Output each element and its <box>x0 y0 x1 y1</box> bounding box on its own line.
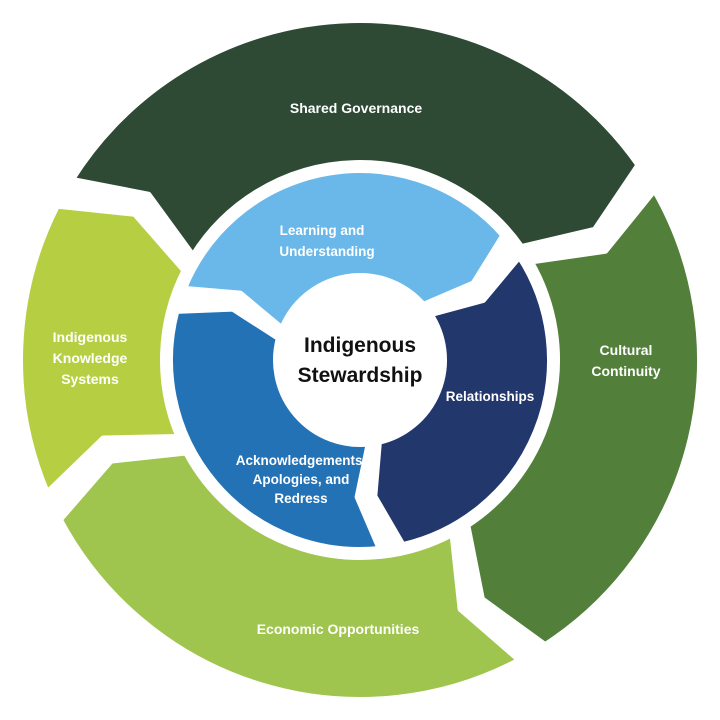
outer-ring <box>17 17 703 703</box>
learning-label-line2: Understanding <box>279 244 374 259</box>
shared-governance-label: Shared Governance <box>290 100 422 116</box>
learning-label-line1: Learning and <box>280 223 365 238</box>
indigenous-knowledge-label-line1: Indigenous <box>53 329 128 345</box>
segment-indigenous-knowledge-systems <box>17 202 188 496</box>
acknowledgements-label-line1: Acknowledgements, <box>236 453 367 468</box>
acknowledgements-label-line2: Apologies, and <box>253 472 350 487</box>
indigenous-knowledge-label-line2: Knowledge <box>53 350 128 366</box>
indigenous-knowledge-label-line3: Systems <box>61 371 119 387</box>
segment-cultural-continuity <box>464 187 703 649</box>
relationships-label: Relationships <box>446 389 535 404</box>
center-title-line1: Indigenous <box>304 334 416 357</box>
segment-shared-governance <box>68 17 642 259</box>
acknowledgements-label-line3: Redress <box>274 491 327 506</box>
center-title-line2: Stewardship <box>298 364 423 387</box>
cultural-continuity-label-line2: Continuity <box>591 363 660 379</box>
segment-economic-opportunities <box>56 449 523 703</box>
cultural-continuity-label-line1: Cultural <box>600 342 653 358</box>
center-circle <box>276 276 444 444</box>
economic-opportunities-label: Economic Opportunities <box>257 621 420 637</box>
